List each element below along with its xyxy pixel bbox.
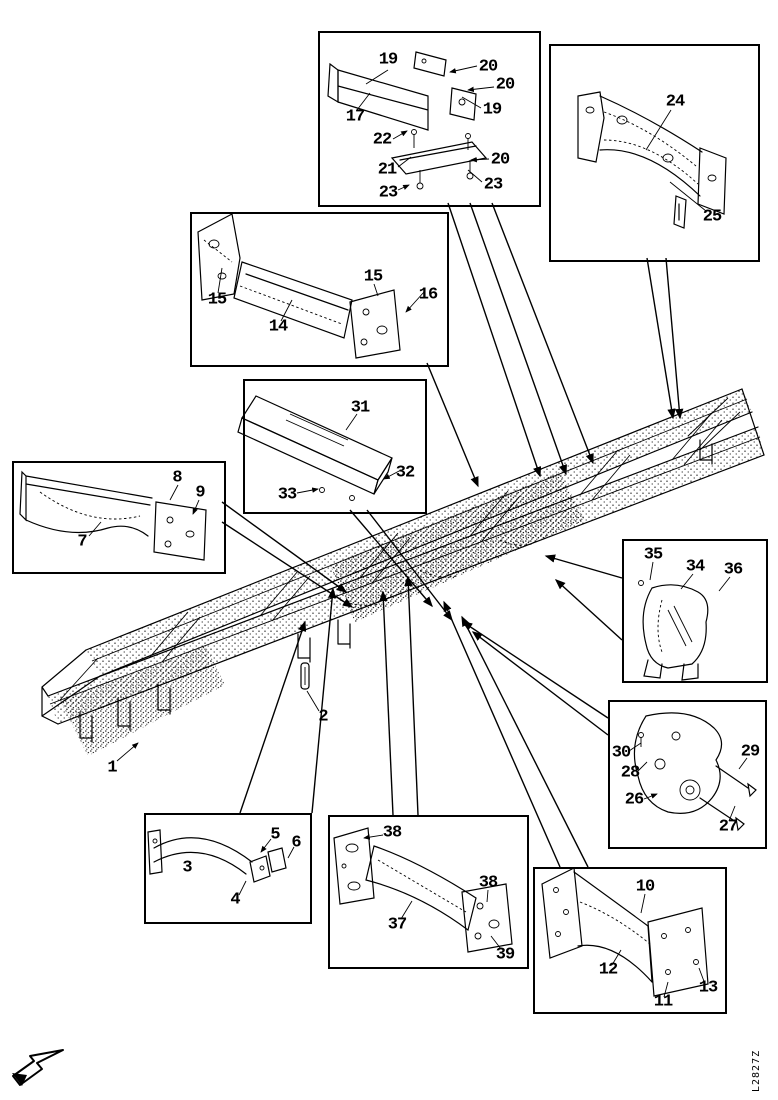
callout-16: 16	[418, 285, 438, 305]
sketch-rear-crossmember	[577, 91, 727, 229]
detail-box-crossmember-assembly	[190, 212, 449, 367]
callout-39: 39	[495, 945, 515, 965]
sketch-upper-crossmember	[327, 51, 488, 190]
callout-3: 3	[182, 858, 192, 878]
callout-34: 34	[685, 557, 705, 577]
callout-37: 37	[387, 915, 407, 935]
callout-23: 23	[483, 175, 503, 195]
detail-box-rear-crossmember	[549, 44, 760, 262]
detail-box-end-crossmember	[533, 867, 727, 1014]
sketch-arch-bracket	[147, 829, 287, 883]
direction-arrow-icon	[12, 1049, 64, 1086]
callout-11: 11	[653, 992, 673, 1012]
sketch-end-crossmember	[541, 867, 709, 997]
callout-8: 8	[172, 468, 182, 488]
callout-15: 15	[363, 267, 383, 287]
callout-2: 2	[318, 707, 328, 727]
leader-lines	[221, 202, 684, 868]
callout-19: 19	[482, 100, 502, 120]
callout-4: 4	[230, 890, 240, 910]
detail-box-front-crossmember	[12, 461, 226, 574]
callout-20: 20	[478, 57, 498, 77]
sketch-support-bracket	[638, 580, 709, 681]
frame-clip-part	[300, 662, 310, 690]
callout-25: 25	[702, 207, 722, 227]
callout-9: 9	[195, 483, 205, 503]
callout-13: 13	[698, 978, 718, 998]
drawing-code: L2827Z	[751, 1049, 762, 1092]
callout-leaders	[88, 65, 748, 998]
callout-28: 28	[620, 763, 640, 783]
callout-27: 27	[718, 817, 738, 837]
callout-24: 24	[665, 92, 685, 112]
callout-36: 36	[723, 560, 743, 580]
detail-box-upper-crossmember	[318, 31, 541, 207]
callout-26: 26	[624, 790, 644, 810]
detail-box-support-bracket	[622, 539, 768, 683]
callout-31: 31	[350, 398, 370, 418]
detail-box-box-crossmember	[243, 379, 427, 514]
callout-12: 12	[598, 960, 618, 980]
callout-14: 14	[268, 317, 288, 337]
callout-20: 20	[495, 75, 515, 95]
callout-29: 29	[740, 742, 760, 762]
callout-20: 20	[490, 150, 510, 170]
callout-38: 38	[478, 873, 498, 893]
callout-22: 22	[372, 130, 392, 150]
callout-32: 32	[395, 463, 415, 483]
callout-21: 21	[377, 160, 397, 180]
callout-1: 1	[107, 758, 117, 778]
callout-33: 33	[277, 485, 297, 505]
callout-35: 35	[643, 545, 663, 565]
callout-6: 6	[291, 833, 301, 853]
sketch-front-crossmember	[19, 470, 207, 561]
callout-7: 7	[77, 532, 87, 552]
callout-19: 19	[378, 50, 398, 70]
callout-5: 5	[270, 825, 280, 845]
sketch-mounting-bracket	[633, 712, 757, 832]
detail-box-gusset-crossmember	[328, 815, 529, 969]
sketch-box-crossmember	[237, 395, 393, 501]
detail-box-mounting-bracket	[608, 700, 767, 849]
callout-10: 10	[635, 877, 655, 897]
sketch-crossmember-assembly	[197, 213, 401, 359]
detail-box-arch-bracket	[144, 813, 312, 924]
callout-17: 17	[345, 107, 365, 127]
callout-30: 30	[611, 743, 631, 763]
callout-23: 23	[378, 183, 398, 203]
callout-15: 15	[207, 290, 227, 310]
callout-38: 38	[382, 823, 402, 843]
sketch-gusset-crossmember	[333, 827, 513, 953]
